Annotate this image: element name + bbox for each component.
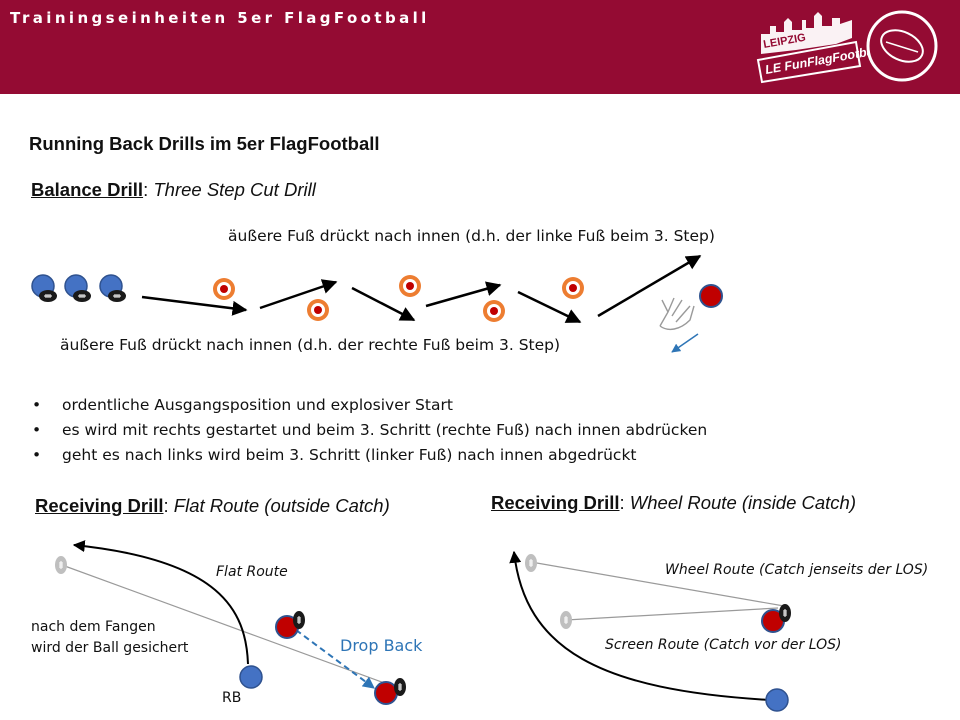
- cut-arrow: [259, 279, 338, 310]
- balance-heading: Balance Drill: Three Step Cut Drill: [31, 179, 316, 201]
- secure-line-1: nach dem Fangen: [31, 619, 156, 635]
- cone-icon: [213, 278, 235, 300]
- bullet-item: es wird mit rechts gestartet und beim 3.…: [32, 418, 707, 443]
- drop-back-arrow: [295, 629, 375, 689]
- flat-label: Receiving Drill: [35, 495, 164, 516]
- player-icon: [31, 274, 58, 303]
- flat-route-label: Flat Route: [216, 564, 288, 580]
- balance-label: Balance Drill: [31, 179, 144, 200]
- cut-arrow: [351, 286, 416, 322]
- rb-label: RB: [222, 690, 242, 706]
- throw-line: [530, 561, 785, 607]
- cut-arrow: [597, 254, 702, 318]
- header-title: Trainingseinheiten 5er FlagFootball: [10, 9, 430, 27]
- logo-football-icon: [866, 10, 938, 82]
- hand-icon: [659, 297, 695, 331]
- cone-icon: [307, 299, 329, 321]
- cone-icon: [562, 277, 584, 299]
- cone-icon: [483, 300, 505, 322]
- logo: LEIPZIG LE FunFlagFootball: [756, 10, 938, 84]
- secure-line-2: wird der Ball gesichert: [31, 640, 189, 656]
- wheel-label: Receiving Drill: [491, 492, 620, 513]
- flat-route-path: [72, 540, 249, 665]
- player-icon: [765, 688, 789, 712]
- football-icon: [559, 610, 573, 630]
- player-icon: [374, 681, 398, 705]
- wheel-heading: Receiving Drill: Wheel Route (inside Cat…: [491, 492, 856, 514]
- bullet-item: geht es nach links wird beim 3. Schritt …: [32, 443, 707, 468]
- flat-sep: :: [163, 495, 174, 516]
- screen-route-label: Screen Route (Catch vor der LOS): [605, 637, 842, 653]
- football-icon: [54, 555, 68, 575]
- cut-arrow: [425, 281, 502, 308]
- cut-arrow: [517, 290, 582, 324]
- football-icon: [292, 610, 306, 630]
- balance-bullets: ordentliche Ausgangsposition und explosi…: [32, 393, 707, 468]
- balance-note-bottom: äußere Fuß drückt nach innen (d.h. der r…: [60, 336, 561, 354]
- header-bar: Trainingseinheiten 5er FlagFootball LEIP…: [0, 0, 960, 94]
- balance-sep: :: [143, 179, 154, 200]
- player-icon: [239, 665, 263, 689]
- flat-heading: Receiving Drill: Flat Route (outside Cat…: [35, 495, 390, 517]
- ball-throw-arrow: [671, 333, 699, 353]
- throw-line: [565, 607, 779, 621]
- balance-subtitle: Three Step Cut Drill: [153, 179, 316, 200]
- wheel-route-label: Wheel Route (Catch jenseits der LOS): [665, 562, 929, 578]
- wheel-subtitle: Wheel Route (inside Catch): [629, 492, 857, 513]
- page-title: Running Back Drills im 5er FlagFootball: [29, 133, 380, 154]
- player-icon: [99, 274, 127, 303]
- player-icon: [699, 284, 723, 308]
- cut-arrow: [141, 295, 248, 316]
- drop-back-label: Drop Back: [340, 636, 423, 655]
- flat-subtitle: Flat Route (outside Catch): [173, 495, 390, 516]
- bullet-item: ordentliche Ausgangsposition und explosi…: [32, 393, 707, 418]
- balance-note-top: äußere Fuß drückt nach innen (d.h. der l…: [228, 227, 715, 245]
- football-icon: [778, 603, 792, 623]
- football-icon: [524, 553, 538, 573]
- wheel-route-path: [509, 550, 771, 701]
- logo-skyline-icon: [761, 12, 852, 54]
- throw-line: [61, 564, 399, 689]
- football-icon: [393, 677, 407, 697]
- wheel-sep: :: [619, 492, 630, 513]
- cone-icon: [399, 275, 421, 297]
- player-icon: [64, 274, 92, 303]
